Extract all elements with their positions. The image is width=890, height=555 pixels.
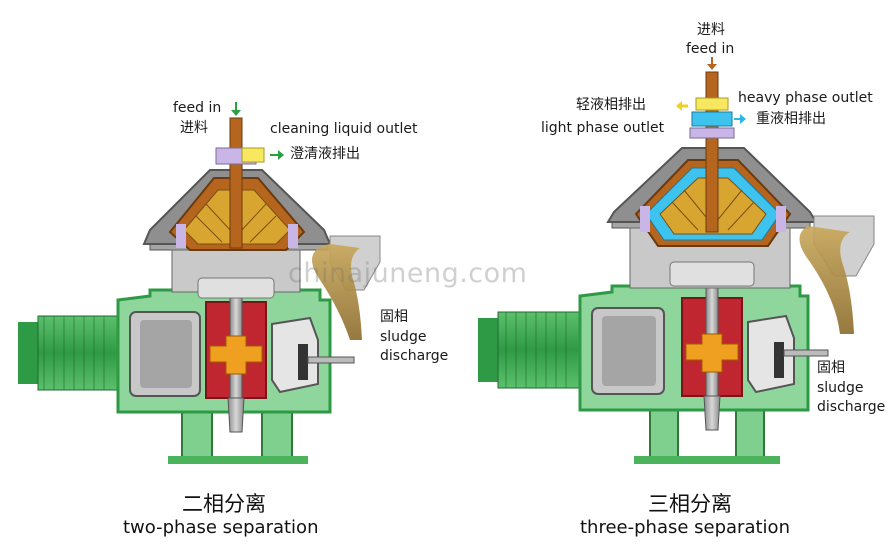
lower-spindle	[227, 397, 245, 433]
worm-gear	[685, 333, 739, 373]
support-leg	[649, 407, 679, 459]
motor-cap	[478, 318, 500, 382]
feed-pipe	[229, 117, 243, 249]
sludge-rod	[783, 349, 829, 357]
three-phase-caption-cn: 三相分离	[648, 492, 732, 516]
bowl-base	[669, 261, 755, 287]
worm-gear	[209, 335, 263, 375]
two-phase-caption-cn: 二相分离	[182, 492, 266, 516]
feed-arrow-icon	[231, 102, 241, 116]
sludge-label: sludge	[380, 329, 427, 345]
cleaning-outlet-pipe	[241, 147, 265, 163]
base-plate	[634, 456, 780, 464]
motor-cap	[18, 322, 40, 384]
lilac-liner	[288, 224, 298, 248]
heavy-phase-arrow-icon	[734, 114, 746, 124]
two-phase-caption: two-phase separation	[123, 517, 319, 538]
feed-in-label: feed in	[686, 41, 735, 57]
light-phase-label-cn: 轻液相排出	[576, 97, 646, 113]
feed-pipe	[705, 71, 719, 233]
sludge-label: sludge	[817, 380, 864, 396]
heavy-outlet-neck	[691, 111, 733, 127]
feed-in-label-cn: 进料	[180, 120, 208, 136]
feed-arrow-icon	[707, 57, 717, 70]
lilac-liner	[640, 206, 650, 232]
support-leg	[181, 407, 213, 459]
sludge-rod	[307, 356, 355, 364]
motor-body	[497, 311, 581, 389]
support-leg	[735, 407, 765, 459]
lilac-liner	[176, 224, 186, 248]
bowl-base	[197, 277, 275, 299]
motor-body	[37, 315, 119, 391]
gearbox-inner	[602, 316, 656, 386]
feed-in-label: feed in	[173, 100, 222, 116]
watermark: chinajuneng.com	[288, 258, 528, 289]
outlet-arrow-icon	[270, 150, 284, 160]
discharge-label: discharge	[380, 348, 449, 364]
feed-in-label-cn: 进料	[697, 22, 725, 38]
sludge-flow	[312, 244, 362, 340]
outlet-collar	[689, 127, 735, 139]
heavy-phase-label-cn: 重液相排出	[756, 111, 826, 127]
sludge-label-cn: 固相	[380, 309, 408, 325]
two-phase-machine	[18, 117, 381, 464]
light-phase-label: light phase outlet	[541, 120, 665, 136]
sludge-flow	[799, 226, 854, 334]
base-plate	[168, 456, 308, 464]
lilac-liner	[776, 206, 786, 232]
sludge-ram	[298, 344, 308, 380]
gearbox-inner	[140, 320, 192, 388]
sludge-chamber	[271, 316, 319, 394]
sludge-ram	[774, 342, 784, 378]
support-leg	[261, 407, 293, 459]
three-phase-caption: three-phase separation	[580, 517, 790, 538]
lower-spindle	[703, 395, 721, 431]
bowl-housing	[171, 249, 301, 293]
three-phase-machine	[478, 71, 875, 464]
discharge-label: discharge	[817, 399, 886, 415]
light-outlet-neck	[695, 97, 729, 111]
sludge-label-cn: 固相	[817, 360, 845, 376]
cleaning-outlet-label: cleaning liquid outlet	[270, 121, 418, 137]
cleaning-outlet-label-cn: 澄清液排出	[290, 146, 360, 162]
light-phase-arrow-icon	[676, 101, 688, 111]
heavy-phase-label: heavy phase outlet	[738, 90, 873, 106]
